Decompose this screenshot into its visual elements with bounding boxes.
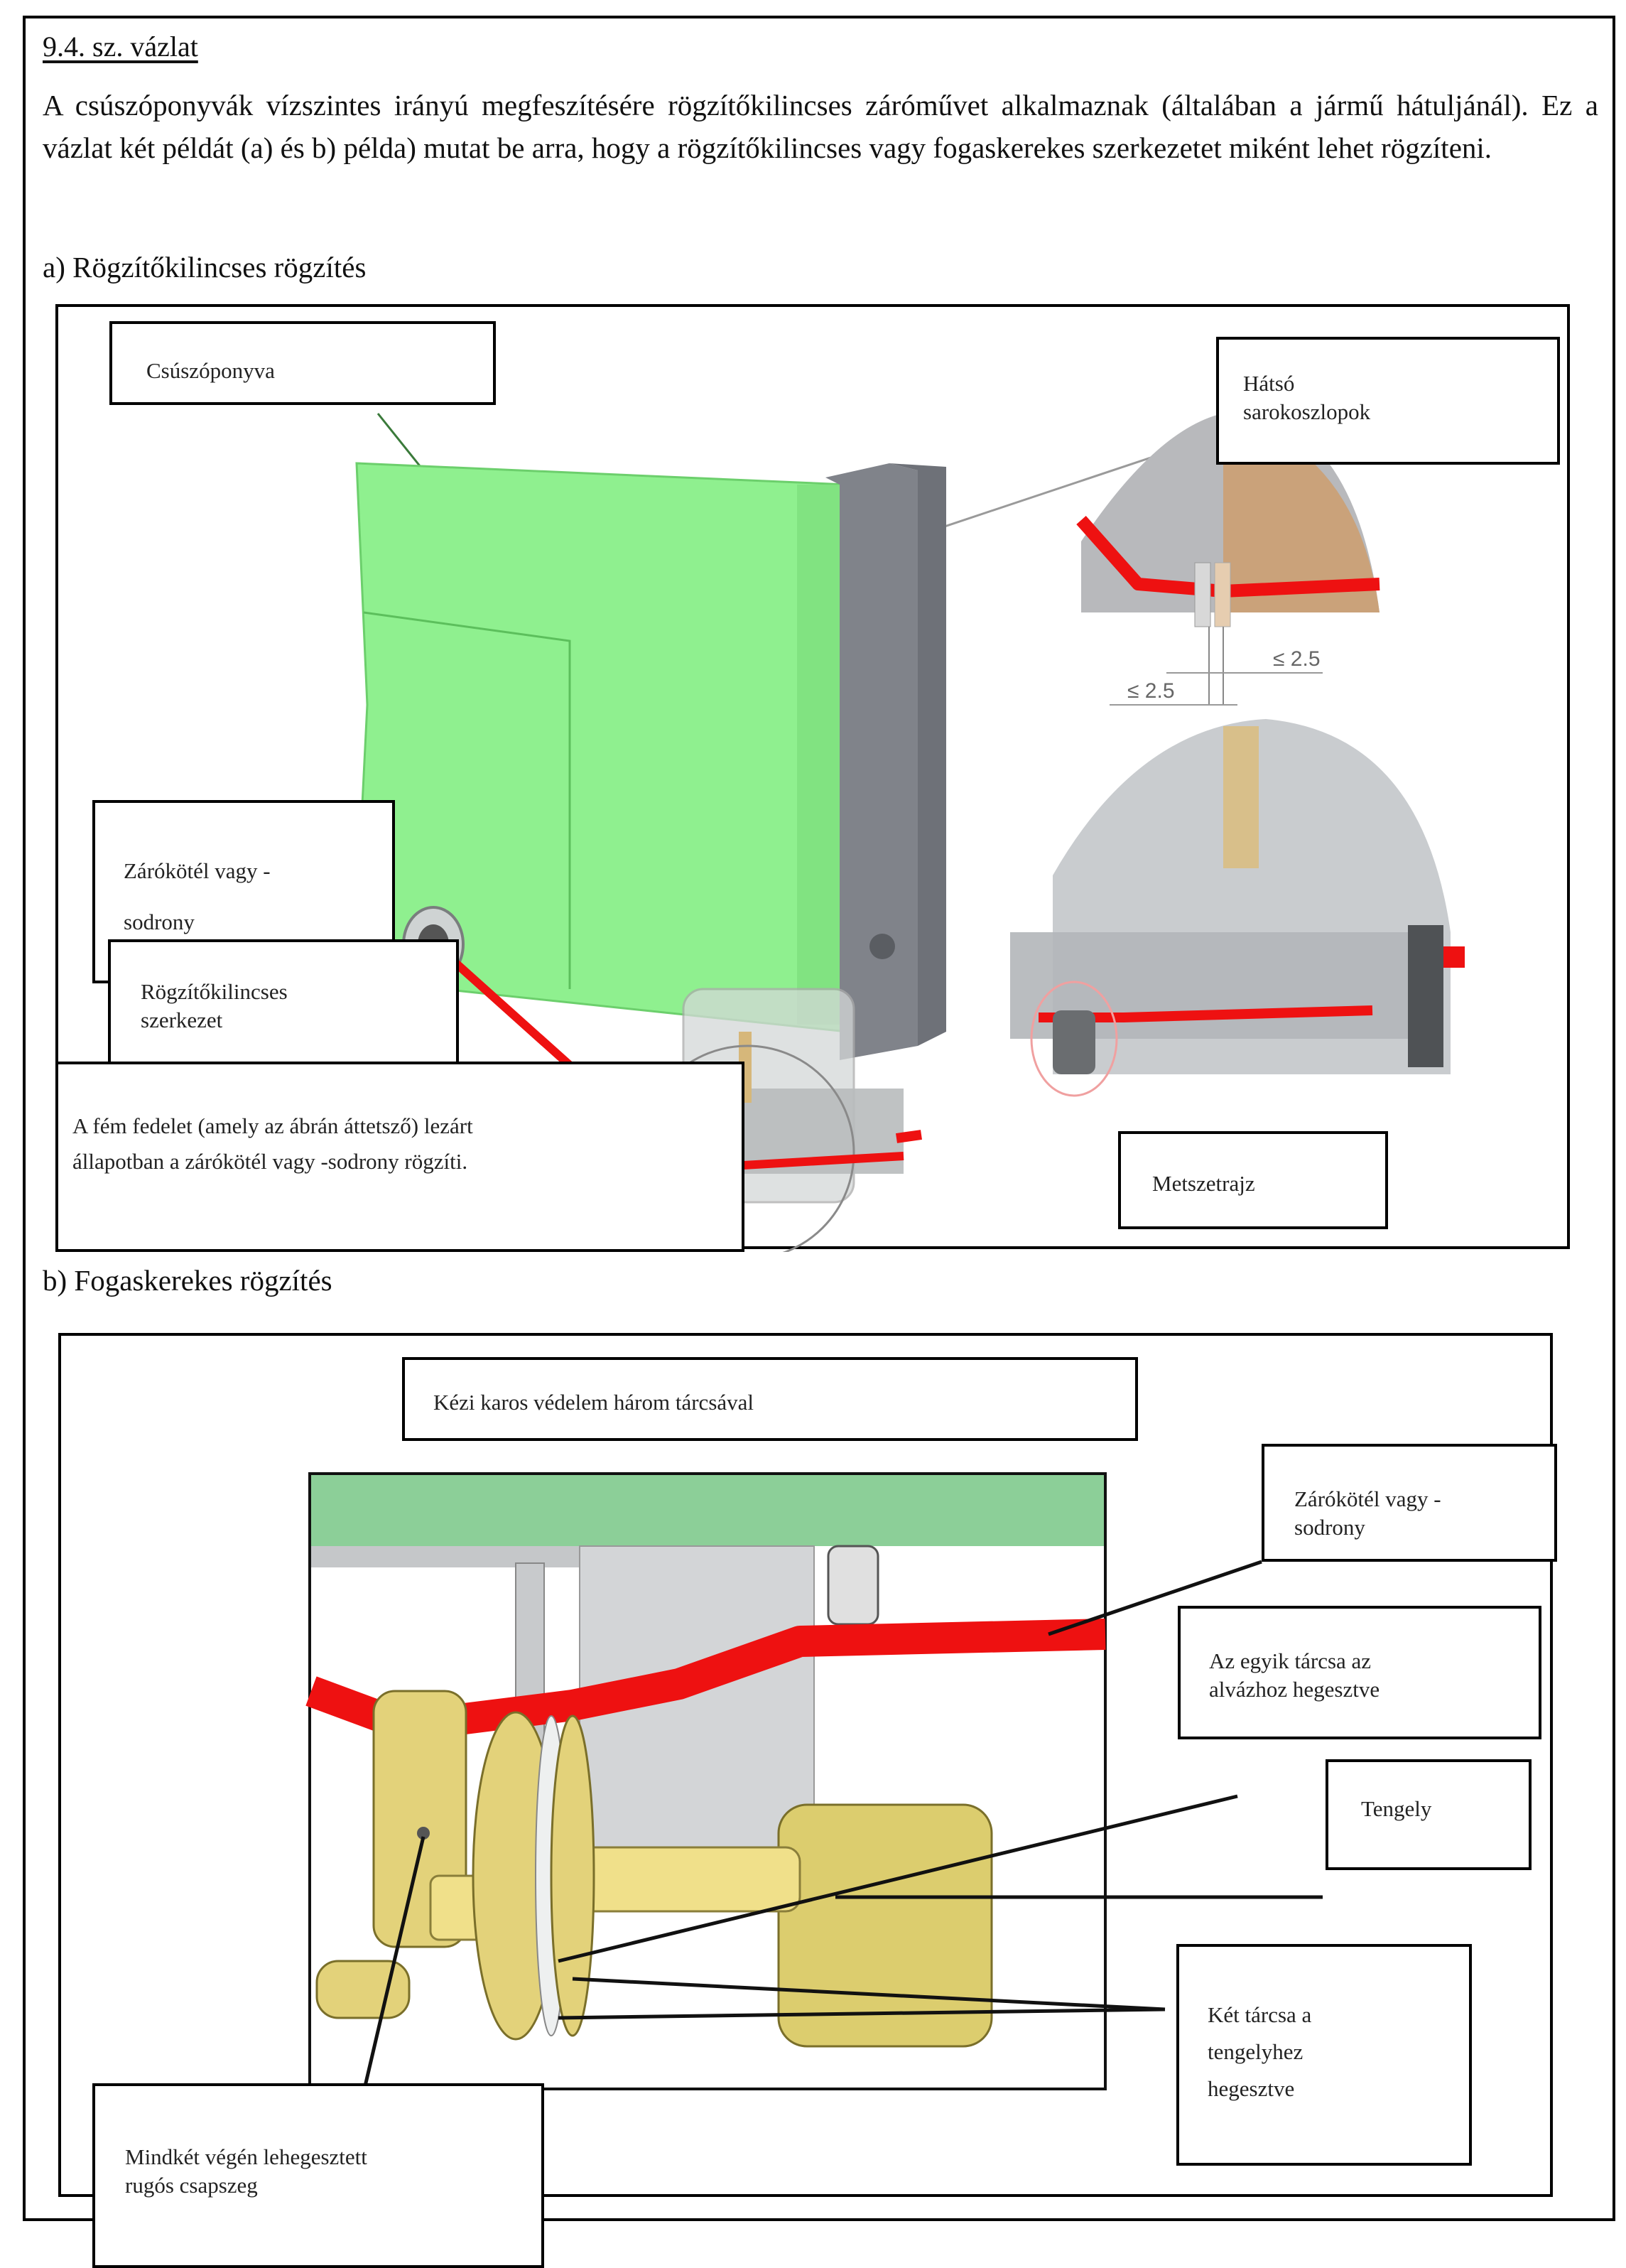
cable-end xyxy=(896,1130,922,1143)
intro-paragraph: A csúszóponyvák vízszintes irányú megfes… xyxy=(43,89,1598,164)
arrow-cable xyxy=(1048,1560,1262,1636)
label-manual-lever: Kézi karos védelem három tárcsával xyxy=(402,1357,1138,1441)
chassis-beam xyxy=(311,1546,595,1567)
rear-corner-post xyxy=(825,463,918,1060)
arrow-lines xyxy=(357,1560,1323,2111)
panel-b-figure: Kézi karos védelem három tárcsával Zárók… xyxy=(58,1333,1557,2268)
document-frame xyxy=(23,16,1615,2221)
dimension-label-2: ≤ 2.5 xyxy=(1127,679,1175,703)
detail-cable xyxy=(1076,516,1380,598)
arrow-two-discs-b xyxy=(558,2007,1166,2020)
arrow-spring-pin xyxy=(357,1836,426,2111)
detail-pin-a xyxy=(1194,562,1211,627)
disc-3 xyxy=(550,1714,595,2037)
section-b-heading: b) Fogaskerekes rögzítés xyxy=(43,1264,332,1297)
post-bolt xyxy=(869,934,895,959)
arrow-disc-chassis xyxy=(558,1794,1238,1963)
gear-illustration xyxy=(305,1472,1323,2111)
detail-pin-b xyxy=(1214,562,1231,627)
section-a-heading: a) Rögzítőkilincses rögzítés xyxy=(43,251,367,284)
section-cable-end xyxy=(1443,946,1465,968)
post-side xyxy=(889,463,946,1046)
green-bed-plate xyxy=(311,1475,1104,1546)
label-locking-cable-b: Zárókötél vagy -sodrony xyxy=(1262,1444,1557,1562)
label-metal-cover: A fém fedelet (amely az ábrán áttetsző) … xyxy=(55,1062,744,1252)
tarp-edge xyxy=(797,485,847,1025)
dimension-label-1: ≤ 2.5 xyxy=(1273,647,1321,671)
tarp-fold-line xyxy=(363,611,571,989)
label-sliding-tarp: Csúszóponyva xyxy=(109,321,496,405)
label-section-view: Metszetrajz xyxy=(1118,1131,1388,1229)
document-title: 9.4. sz. vázlat xyxy=(43,31,198,63)
label-axle: Tengely xyxy=(1326,1759,1532,1870)
section-spring xyxy=(1223,726,1259,868)
ratchet-illustration: ≤ 2.5 ≤ 2.5 xyxy=(355,411,1465,1252)
section-plug xyxy=(1053,1010,1095,1074)
axle xyxy=(571,1846,801,1913)
lever-handle xyxy=(315,1960,411,2019)
section-detail-circle xyxy=(1030,981,1118,1097)
spring-pin xyxy=(417,1827,430,1840)
chassis-bracket xyxy=(777,1803,993,2048)
bolt xyxy=(827,1545,879,1626)
arrow-two-discs-a xyxy=(572,1977,1166,2012)
section-end xyxy=(1408,925,1443,1067)
